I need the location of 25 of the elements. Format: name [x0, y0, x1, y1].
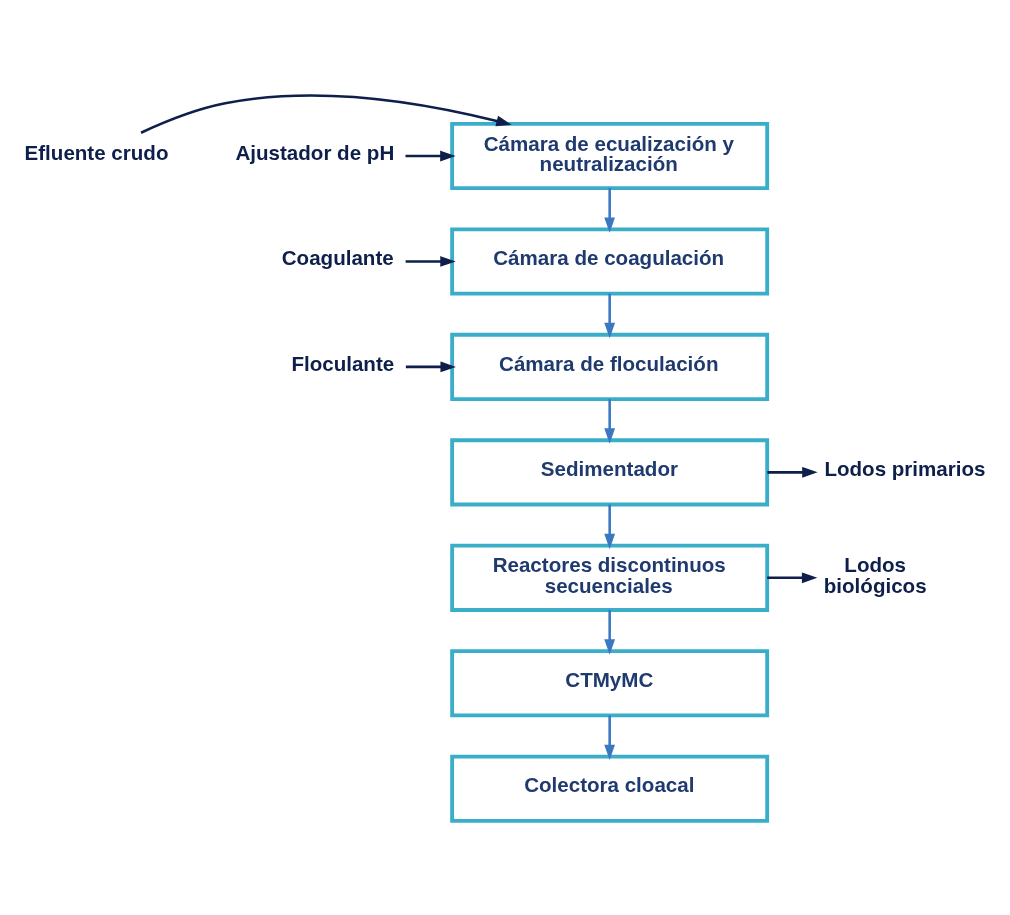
arrow — [603, 187, 615, 233]
node-box: Colectora cloacal — [449, 754, 769, 823]
arrow — [603, 609, 615, 655]
node-text: Lodos biológicos — [823, 552, 927, 597]
arrow — [603, 398, 615, 444]
node-box: Cámara de coagulación — [449, 226, 769, 296]
node-text: Lodos primarios — [823, 456, 986, 480]
node-box: Cámara de floculación — [449, 332, 769, 401]
arrow — [603, 714, 615, 760]
arrow — [766, 571, 817, 583]
arrow — [405, 255, 456, 267]
node-box: Cámara de ecualización y neutralización — [449, 121, 769, 190]
arrow — [603, 293, 615, 338]
arrow — [405, 361, 456, 372]
node-box: Reactores discontinuos secuenciales — [449, 543, 769, 612]
arrow — [405, 150, 456, 161]
node-box: CTMyMC — [449, 648, 769, 717]
node-text: Ajustador de pH — [234, 140, 394, 164]
arrow — [766, 466, 818, 478]
node-box: Sedimentador — [449, 437, 769, 506]
node-text: Efluente crudo — [24, 140, 168, 164]
node-text: Coagulante — [281, 245, 394, 269]
arrow — [603, 504, 615, 549]
node-text: Floculante — [290, 351, 394, 375]
arrow — [140, 93, 512, 134]
